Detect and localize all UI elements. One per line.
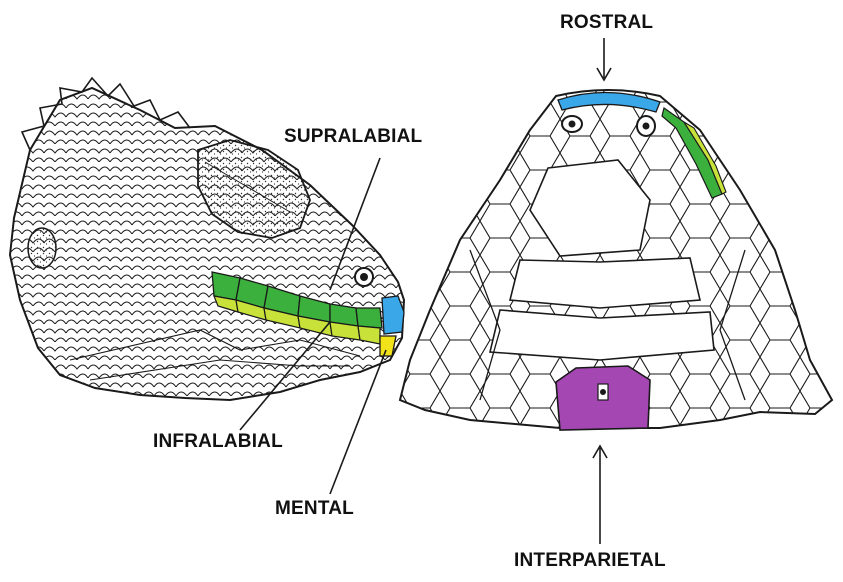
infralabial-label: INFRALABIAL [153,431,283,453]
supralabial-scale [356,308,382,328]
supralabial-label: SUPRALABIAL [284,126,422,148]
ear-opening [28,228,56,268]
dorsal-head-view [400,90,832,430]
rostral-label: ROSTRAL [560,12,653,34]
mental-label: MENTAL [275,498,354,520]
lateral-rostral-scale [382,296,404,334]
interparietal-label: INTERPARIETAL [514,550,666,572]
